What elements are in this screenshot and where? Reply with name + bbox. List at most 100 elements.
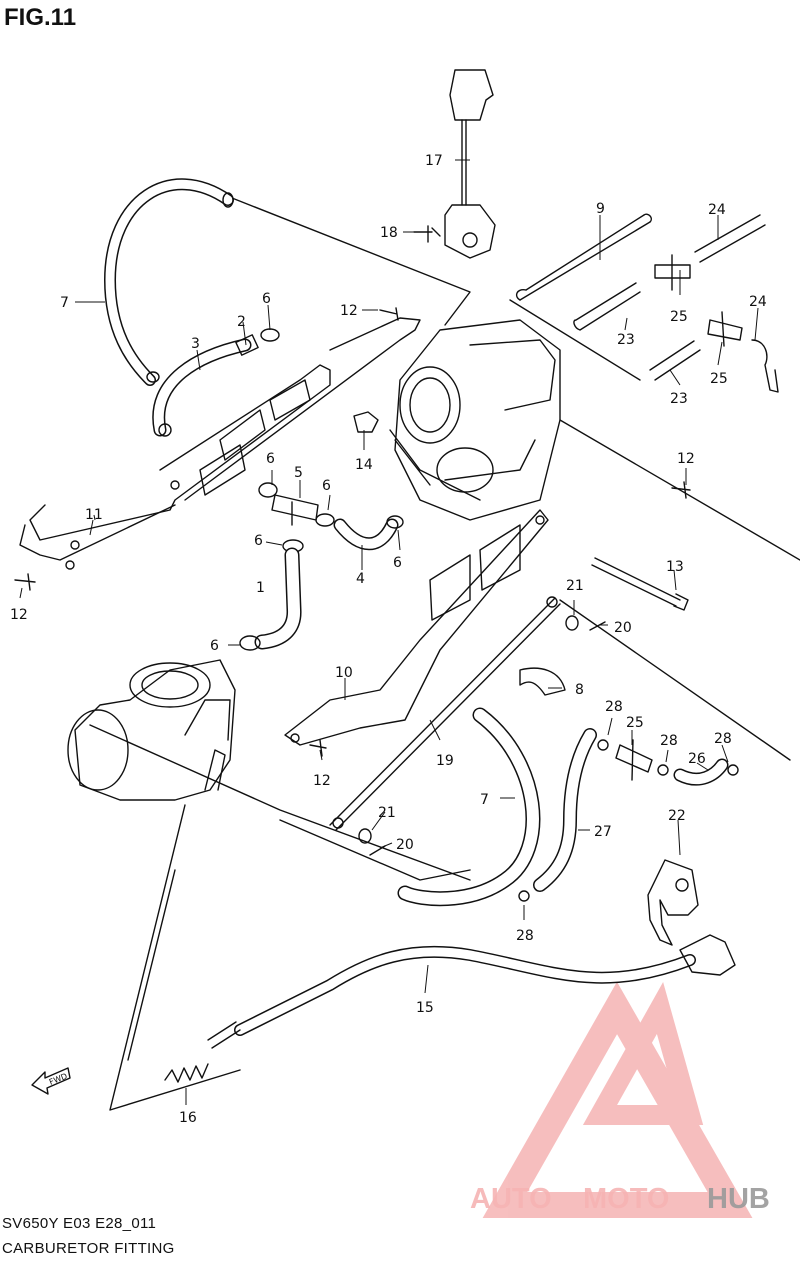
screw-12d [309, 739, 327, 757]
bolt-13 [591, 557, 689, 611]
bolt-18 [413, 225, 441, 243]
watermark-part2: MOTO [583, 1183, 669, 1215]
callout-c8: 8 [575, 682, 584, 698]
screw-12c [671, 481, 691, 499]
callout-c23a: 23 [617, 332, 635, 348]
clamp-6f [239, 635, 261, 651]
callout-c28d: 28 [516, 928, 534, 944]
callout-c15: 15 [416, 1000, 434, 1016]
washer-21b [358, 828, 372, 844]
clip-28c [727, 764, 739, 776]
tee-25a [654, 254, 691, 291]
carburetor-assembly-upper [389, 319, 561, 521]
callout-c24a: 24 [708, 202, 726, 218]
clamp-6b [258, 482, 278, 498]
callout-c23b: 23 [670, 391, 688, 407]
callout-c22: 22 [668, 808, 686, 824]
plate-10 [284, 509, 561, 831]
model-code: SV650Y E03 E28_011 [2, 1215, 157, 1232]
group-outline-upper [231, 197, 800, 561]
watermark-logo [482, 981, 753, 1218]
callout-c24b: 24 [749, 294, 767, 310]
sensor-17 [444, 69, 496, 259]
tee-25b [707, 311, 743, 347]
callout-c12c: 12 [10, 607, 28, 623]
callout-c21a: 21 [566, 578, 584, 594]
callout-c11: 11 [85, 507, 103, 523]
callout-c25a: 25 [670, 309, 688, 325]
callout-c28b: 28 [660, 733, 678, 749]
callout-c21b: 21 [378, 805, 396, 821]
pipe-9 [515, 213, 653, 301]
callout-c6f: 6 [210, 638, 219, 654]
callout-c6d: 6 [254, 533, 263, 549]
callout-c9: 9 [596, 201, 605, 217]
spring-16 [164, 1063, 209, 1083]
rubber-8 [519, 667, 566, 696]
callout-c14: 14 [355, 457, 373, 473]
hose-7-upper [104, 178, 234, 386]
pipe-24a [694, 214, 766, 263]
callout-c12a: 12 [340, 303, 358, 319]
callout-c28c: 28 [714, 731, 732, 747]
callout-c6a: 6 [262, 291, 271, 307]
clamp-6d [386, 515, 404, 529]
group-outline-lower [89, 599, 791, 881]
callout-c19: 19 [436, 753, 454, 769]
pipe-2 [235, 334, 259, 356]
plate-11 [19, 317, 421, 570]
callout-c6c: 6 [322, 478, 331, 494]
tee-25c [615, 739, 653, 781]
callout-c5: 5 [294, 465, 303, 481]
watermark-text: AUTO MOTO HUB [470, 1183, 770, 1215]
bracket-22 [647, 859, 699, 946]
callout-c28a: 28 [605, 699, 623, 715]
pipe-23b [649, 340, 701, 381]
diagram-caption: CARBURETOR FITTING [2, 1240, 175, 1257]
clamp-6a [260, 328, 280, 342]
fwd-label: FWD [48, 1072, 69, 1087]
pipe-23a [573, 282, 641, 331]
screw-12a [379, 307, 399, 321]
callout-c12d: 12 [313, 773, 331, 789]
callout-c10: 10 [335, 665, 353, 681]
callout-c4: 4 [356, 571, 365, 587]
callout-c26: 26 [688, 751, 706, 767]
callout-c7b: 7 [480, 792, 489, 808]
callout-c7a: 7 [60, 295, 69, 311]
callout-c6b: 6 [266, 451, 275, 467]
callout-c6e: 6 [393, 555, 402, 571]
callout-c25c: 25 [626, 715, 644, 731]
clip-28a [597, 739, 609, 751]
callout-c16: 16 [179, 1110, 197, 1126]
screw-12b [14, 573, 36, 591]
watermark-part3: HUB [707, 1183, 770, 1215]
callout-c20b: 20 [396, 837, 414, 853]
pin-20a [589, 621, 606, 631]
cable-15 [207, 934, 736, 1049]
elbow-24b [751, 339, 779, 393]
callout-c12b: 12 [677, 451, 695, 467]
callout-c2: 2 [237, 314, 246, 330]
callout-c1: 1 [256, 580, 265, 596]
callout-c25b: 25 [710, 371, 728, 387]
callout-c13: 13 [666, 559, 684, 575]
washer-21a [565, 615, 579, 631]
figure-title: FIG.11 [4, 4, 77, 31]
clip-28d [518, 890, 530, 902]
clip-28b [657, 764, 669, 776]
callout-c3: 3 [191, 336, 200, 352]
watermark-part1: AUTO [470, 1183, 552, 1215]
callout-c18: 18 [380, 225, 398, 241]
tee-5 [271, 494, 319, 526]
carburetor-assembly-lower [67, 659, 236, 801]
nut-14 [353, 411, 379, 433]
clamp-6c [315, 513, 335, 527]
lower-leader-lines [109, 804, 241, 1111]
callout-c17: 17 [425, 153, 443, 169]
callout-c27: 27 [594, 824, 612, 840]
callout-c20a: 20 [614, 620, 632, 636]
